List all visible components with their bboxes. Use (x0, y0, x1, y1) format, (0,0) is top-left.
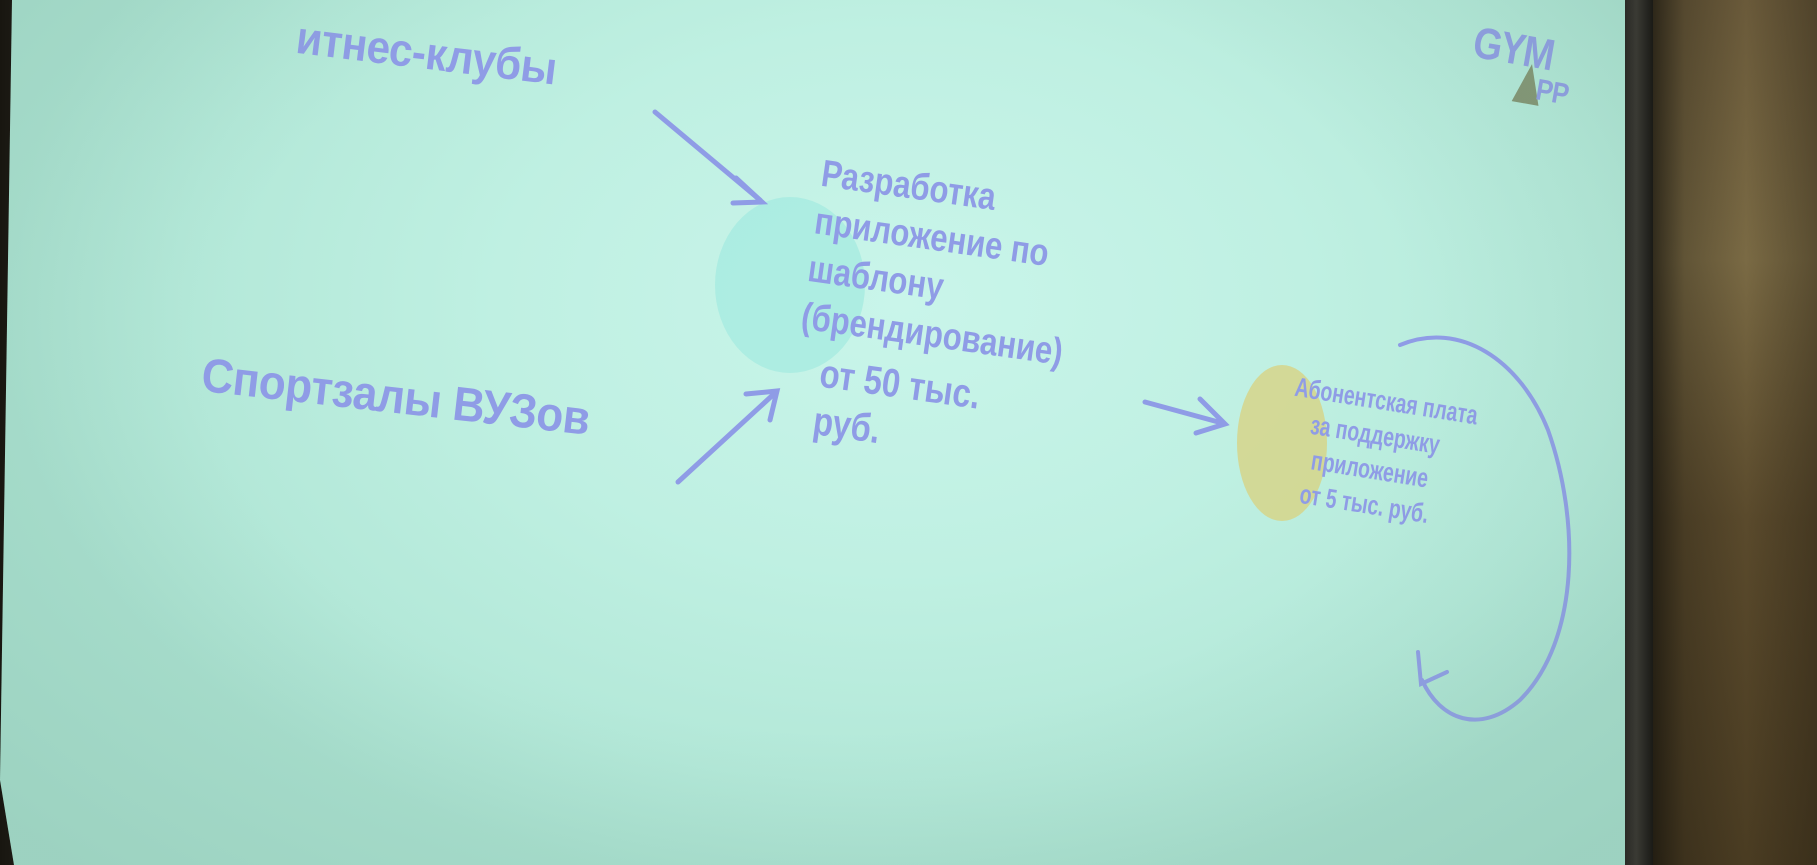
gymapp-logo: GYM PP (1462, 18, 1578, 124)
subscription-block: Абонентская плата за поддержку приложени… (1276, 370, 1480, 535)
cycle-arrow-icon (1398, 335, 1572, 722)
projector-screen: итнес-клубы Спортзалы ВУЗов Разработка п… (0, 0, 1625, 865)
arrow-right-icon (1142, 396, 1230, 436)
arrow-right-down-icon (652, 109, 769, 206)
screen-frame (1625, 0, 1653, 865)
yellow-circle (1237, 365, 1327, 521)
arrow-right-up-icon (675, 388, 781, 485)
room-wall (1640, 0, 1817, 865)
logo-suffix: PP (1533, 73, 1571, 112)
slide-graphics (652, 109, 1572, 722)
development-block: Разработка приложение по шаблону (бренди… (784, 150, 1066, 474)
teal-circle (715, 197, 865, 373)
